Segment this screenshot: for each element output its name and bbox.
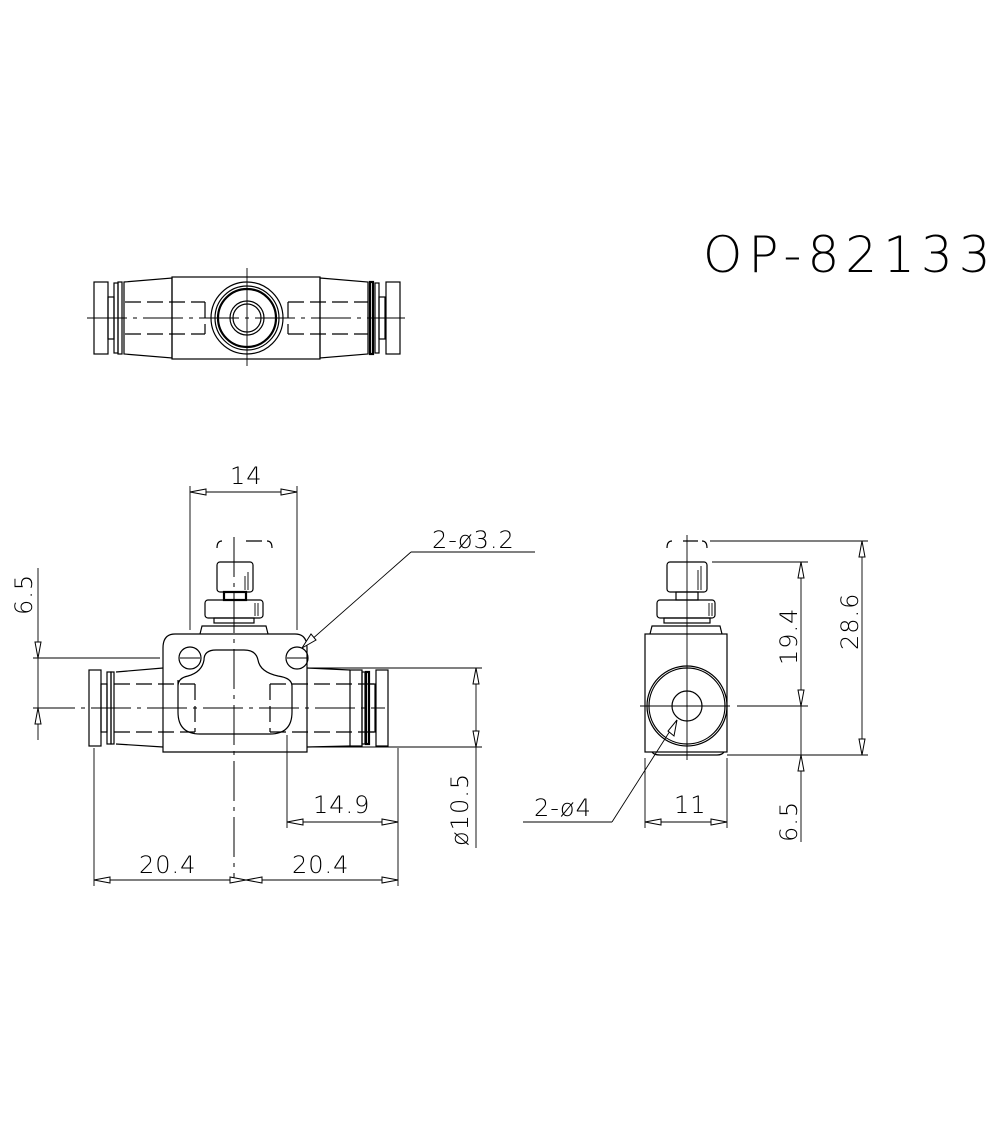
part-number-title: OP-82133 xyxy=(703,226,997,284)
dim-hole-offset: 6.5 xyxy=(10,574,38,615)
dim-bottom-offset: 6.5 xyxy=(775,801,803,842)
dim-mount-holes: 2-ø3.2 xyxy=(432,526,515,554)
dim-right-length: 20.4 xyxy=(292,851,349,879)
side-view: 2-ø4 11 19.4 6.5 28.6 xyxy=(523,535,868,842)
dim-bolt-spacing: 14 xyxy=(230,462,263,490)
dim-left-length: 20.4 xyxy=(139,851,196,879)
dim-ports: 2-ø4 xyxy=(534,794,592,822)
dim-knob-to-center: 19.4 xyxy=(775,608,803,665)
dim-overall-height: 28.6 xyxy=(836,593,864,650)
dim-tube-od: ø10.5 xyxy=(446,773,474,846)
top-view xyxy=(87,268,405,366)
front-view: 14 2-ø3.2 6.5 ø10.5 14.9 20.4 xyxy=(10,462,535,886)
dim-width: 11 xyxy=(674,791,707,819)
dim-body-right-to-end: 14.9 xyxy=(313,791,370,819)
